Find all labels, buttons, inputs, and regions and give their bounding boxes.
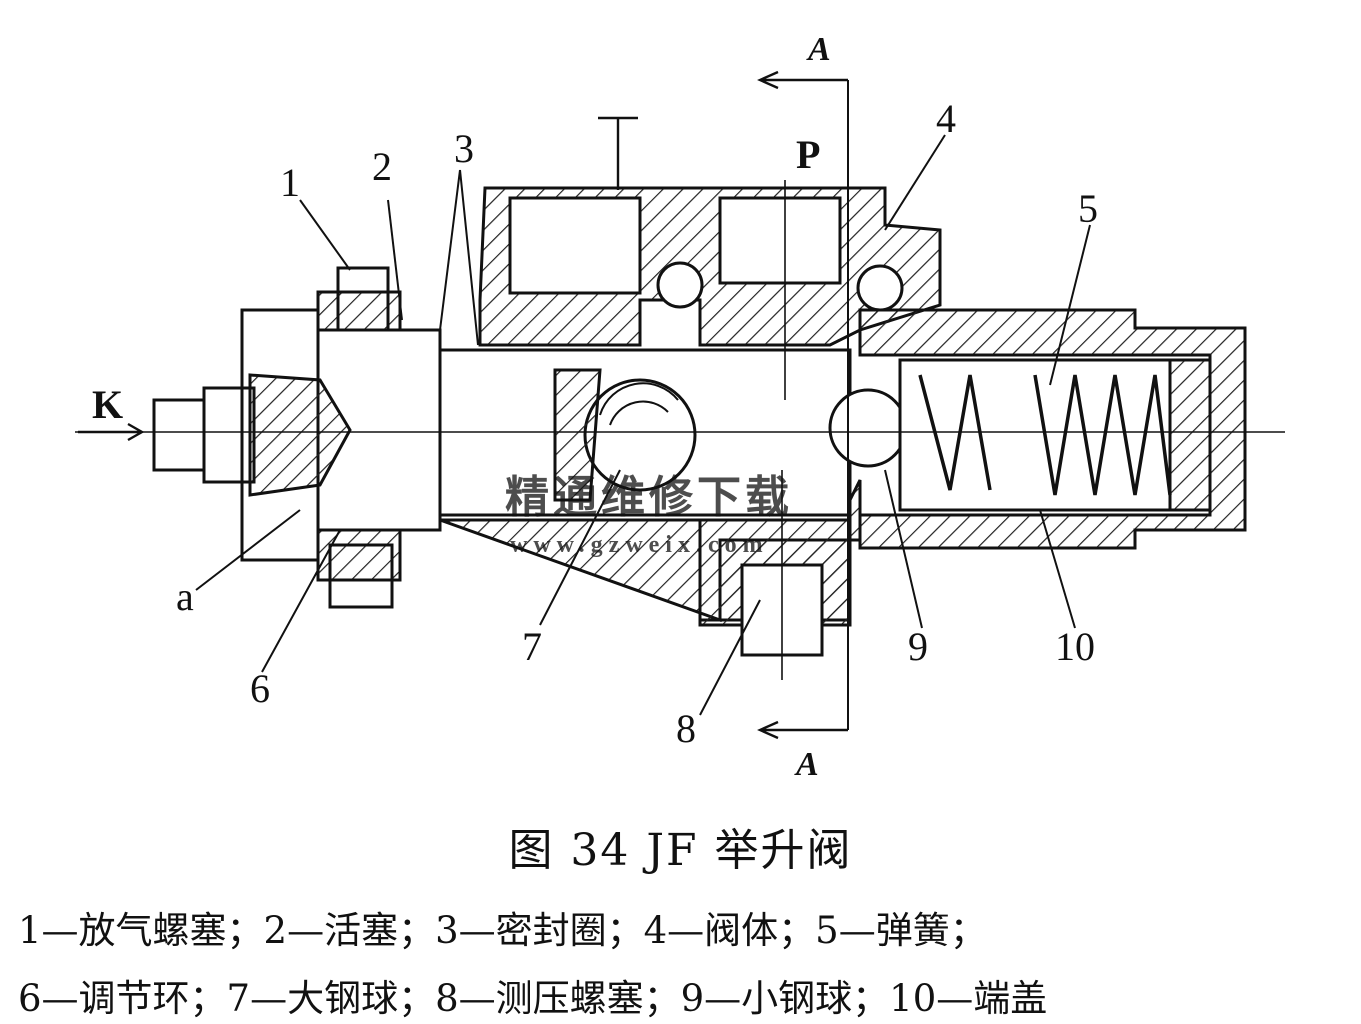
k-inlet-nut [152, 398, 206, 472]
section-label-top: A [806, 31, 831, 68]
section-arrow-bottom [757, 720, 848, 740]
leader-1 [299, 199, 351, 271]
bleed-screw-top [336, 266, 390, 332]
leader-a [195, 509, 301, 591]
bleed-screw-bottom [328, 543, 394, 609]
legend-line-1: 1—放气螺塞；2—活塞；3—密封圈；4—阀体；5—弹簧； [18, 909, 987, 952]
ball-seat [553, 368, 602, 502]
k-inlet-fitting [202, 386, 256, 484]
callout-1: 1 [280, 160, 300, 205]
section-arrow-top [757, 70, 848, 90]
callout-7: 7 [522, 624, 542, 669]
spring-seat [1168, 358, 1212, 512]
callout-8: 8 [676, 706, 696, 751]
k-arrow [78, 422, 145, 442]
body-hole-left [656, 261, 704, 309]
callout-6: 6 [250, 666, 270, 711]
small-steel-ball [828, 388, 908, 468]
port-t-line [598, 116, 638, 190]
callout-p: P [796, 132, 820, 177]
section-label-bottom: A [794, 746, 819, 783]
figure-title: 图 34 JF 举升阀 [508, 825, 853, 876]
leader-7 [539, 469, 621, 626]
port-left [508, 196, 642, 295]
leader-9 [884, 469, 923, 629]
callout-4: 4 [936, 96, 956, 141]
callout-2: 2 [372, 144, 392, 189]
body-hole-right [856, 264, 904, 312]
watermark-url: www.gzweix.com [510, 532, 769, 558]
callout-10: 10 [1055, 624, 1095, 669]
jf-lift-valve-section-drawing: 1 2 3 4 5 6 7 8 9 10 a K P A A 精通维修下载 ww… [75, 31, 1285, 783]
callout-5: 5 [1078, 186, 1098, 231]
port-p [718, 196, 842, 285]
leader-5 [1049, 224, 1091, 386]
legend-line-2: 6—调节环；7—大钢球；8—测压螺塞；9—小钢球；10—端盖 [18, 977, 1048, 1020]
leader-2 [387, 199, 403, 321]
watermark-text: 精通维修下载 [505, 473, 793, 522]
leader-10 [1039, 509, 1076, 629]
leader-6 [261, 529, 341, 673]
cone-left [248, 373, 352, 497]
callout-3: 3 [454, 126, 474, 171]
callout-9: 9 [908, 624, 928, 669]
leader-3 [439, 169, 479, 346]
leader-8 [699, 599, 761, 716]
callout-a: a [176, 574, 194, 619]
callout-k: K [92, 382, 123, 427]
leader-4 [884, 134, 946, 231]
